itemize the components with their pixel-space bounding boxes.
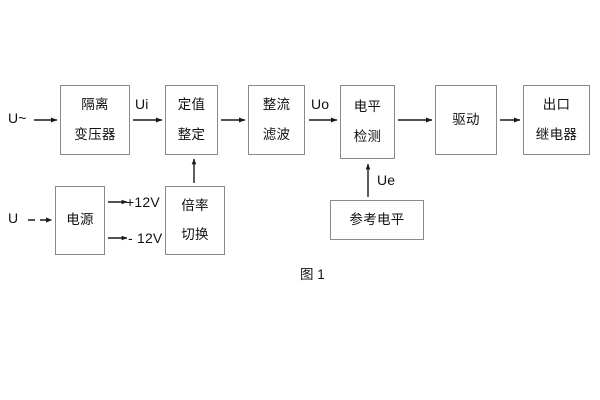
block-label-line: 定值 xyxy=(177,97,206,113)
block-label-line: 出口 xyxy=(542,97,571,113)
block-label-line: 切换 xyxy=(181,227,209,242)
block-output-relay: 出口 继电器 xyxy=(523,85,590,155)
block-drive: 驱动 xyxy=(435,85,497,155)
block-power-supply: 电源 xyxy=(55,186,105,255)
block-isolation-transformer: 隔离 变压器 xyxy=(60,85,130,155)
block-label-line: 隔离 xyxy=(81,97,109,113)
block-label-line: 倍率 xyxy=(181,197,209,213)
block-label-line: 整流 xyxy=(262,97,291,113)
label-uo: Uo xyxy=(311,96,330,112)
block-level-detection: 电平 检测 xyxy=(340,85,395,159)
label-rail-positive: +12V xyxy=(126,194,160,210)
block-label-line: 驱动 xyxy=(452,111,480,127)
block-label-line: 电源 xyxy=(66,212,94,228)
block-label-line: 变压器 xyxy=(74,126,116,142)
label-rail-negative: - 12V xyxy=(128,230,163,246)
block-rectify-filter: 整流 滤波 xyxy=(248,85,305,155)
block-label-line: 继电器 xyxy=(535,126,578,142)
label-dc-input: U xyxy=(8,210,19,226)
block-label-line: 参考电平 xyxy=(349,211,405,227)
block-label-line: 电平 xyxy=(353,99,382,115)
label-ui: Ui xyxy=(135,96,149,112)
block-label-line: 滤波 xyxy=(262,126,291,142)
label-ue: Ue xyxy=(377,172,396,188)
block-label-line: 整定 xyxy=(177,126,206,142)
block-reference-level: 参考电平 xyxy=(330,200,424,240)
block-setting-value: 定值 整定 xyxy=(165,85,218,155)
block-multiplier-switch: 倍率 切换 xyxy=(165,186,225,255)
label-ac-input: U~ xyxy=(8,110,27,126)
figure-caption: 图 1 xyxy=(300,267,325,282)
block-label-line: 检测 xyxy=(353,128,382,144)
